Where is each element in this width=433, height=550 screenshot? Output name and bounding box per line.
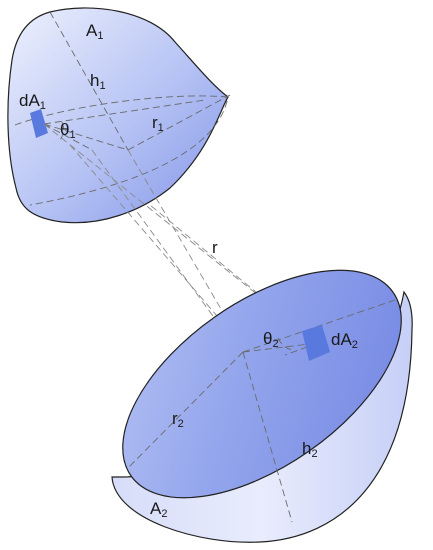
label-a1: A1 (86, 21, 103, 42)
dome-surface-a1 (7, 7, 229, 224)
radius-r2 (127, 351, 244, 469)
dome-rim-dashed (14, 95, 229, 206)
label-a2: A2 (150, 499, 167, 520)
arc-theta1 (59, 121, 65, 141)
line-da1-rim (43, 99, 206, 125)
line-da2-center (242, 342, 319, 353)
normal-da1 (43, 123, 93, 151)
axis-h1 (49, 11, 129, 151)
label-r2: r2 (172, 409, 184, 430)
bowl-rim-a2 (122, 269, 402, 499)
label-theta2: θ2 (263, 329, 279, 350)
label-theta1: θ1 (60, 120, 76, 141)
label-h2: h2 (302, 439, 318, 460)
label-r1: r1 (152, 113, 164, 134)
label-da2: dA2 (331, 330, 358, 351)
label-r: r (212, 238, 218, 257)
radius-r1 (127, 94, 231, 151)
patch-da1 (30, 109, 48, 138)
line-connector-3 (69, 144, 249, 353)
line-da1-center (43, 123, 129, 151)
arc-theta2 (277, 337, 296, 351)
axis-h2 (242, 351, 293, 523)
label-da1: dA1 (19, 91, 46, 112)
label-h1: h1 (90, 71, 106, 92)
patch-da2 (302, 325, 330, 361)
